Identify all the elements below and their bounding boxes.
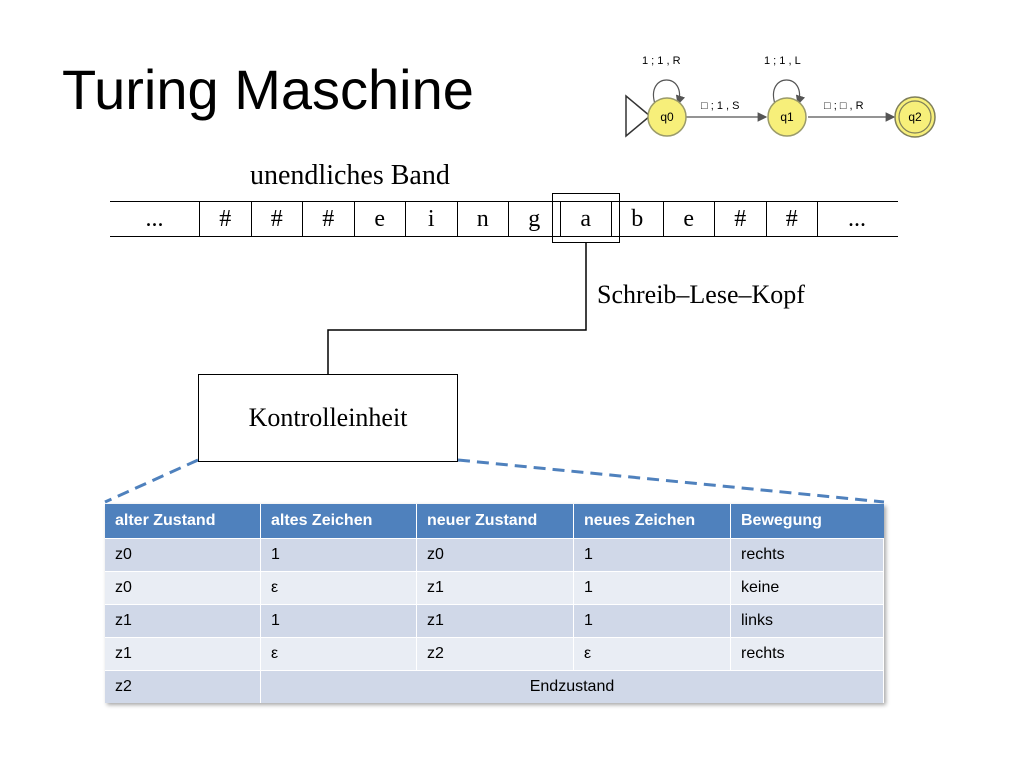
table-cell: z2 bbox=[417, 637, 574, 670]
table-cell: z2 bbox=[105, 670, 261, 703]
tape-cell: # bbox=[252, 202, 303, 236]
table-row: z0 1 z0 1 rechts bbox=[105, 538, 884, 571]
edge-q1-q2-label: □ ; □ , R bbox=[824, 100, 864, 112]
tape-label: unendliches Band bbox=[250, 160, 450, 191]
head-connector bbox=[327, 243, 587, 374]
tape-cell: e bbox=[355, 202, 406, 236]
state-q2-outer bbox=[894, 96, 936, 138]
table-cell: ε bbox=[261, 637, 417, 670]
control-unit: Kontrolleinheit bbox=[198, 374, 458, 462]
table-header-row: alter Zustand altes Zeichen neuer Zustan… bbox=[105, 504, 884, 538]
table-cell: 1 bbox=[261, 538, 417, 571]
table-cell: z1 bbox=[417, 571, 574, 604]
table-row: z1 ε z2 ε rechts bbox=[105, 637, 884, 670]
column-header: altes Zeichen bbox=[261, 504, 417, 538]
table-cell: 1 bbox=[574, 571, 731, 604]
table-cell: 1 bbox=[574, 604, 731, 637]
tape-cell: ... bbox=[848, 205, 866, 232]
state-q0-label: q0 bbox=[660, 110, 674, 124]
table-cell: links bbox=[731, 604, 884, 637]
table-cell: 1 bbox=[261, 604, 417, 637]
state-q1-label: q1 bbox=[780, 110, 794, 124]
table-cell: z1 bbox=[105, 637, 261, 670]
table-row: z1 1 z1 1 links bbox=[105, 604, 884, 637]
tape-cell: n bbox=[458, 202, 509, 236]
table-cell: 1 bbox=[574, 538, 731, 571]
table-cell: ε bbox=[574, 637, 731, 670]
table-row: z2 Endzustand bbox=[105, 670, 884, 703]
loop-q1 bbox=[772, 79, 806, 106]
edge-q0-q1-label: □ ; 1 , S bbox=[701, 100, 739, 112]
table-cell: z0 bbox=[105, 538, 261, 571]
loop-q0-label: 1 ; 1 , R bbox=[642, 55, 681, 67]
tape-cell: g bbox=[509, 202, 561, 236]
head-label: Schreib–Lese–Kopf bbox=[597, 280, 805, 309]
zoom-line-right bbox=[457, 458, 885, 504]
start-arrow bbox=[625, 94, 652, 138]
table-row: z0 ε z1 1 keine bbox=[105, 571, 884, 604]
loop-q1-label: 1 ; 1 , L bbox=[764, 55, 801, 67]
column-header: Bewegung bbox=[731, 504, 884, 538]
state-q0 bbox=[647, 97, 687, 137]
read-write-head bbox=[552, 193, 620, 243]
final-state-cell: Endzustand bbox=[261, 670, 884, 703]
tape-cell: e bbox=[664, 202, 715, 236]
table-cell: z1 bbox=[417, 604, 574, 637]
zoom-line-left bbox=[104, 458, 199, 504]
tape-cell: i bbox=[406, 202, 458, 236]
tape-cell: # bbox=[767, 202, 818, 236]
state-q1 bbox=[767, 97, 807, 137]
column-header: neuer Zustand bbox=[417, 504, 574, 538]
tape-cell-current: a bbox=[561, 202, 612, 236]
transition-table: alter Zustand altes Zeichen neuer Zustan… bbox=[105, 504, 884, 703]
tape-cell: # bbox=[715, 202, 767, 236]
loop-q0 bbox=[652, 79, 686, 106]
table-cell: ε bbox=[261, 571, 417, 604]
page-title: Turing Maschine bbox=[62, 58, 474, 121]
column-header: alter Zustand bbox=[105, 504, 261, 538]
tape-cell: # bbox=[200, 202, 252, 236]
table-cell: rechts bbox=[731, 637, 884, 670]
column-header: neues Zeichen bbox=[574, 504, 731, 538]
table-cell: z0 bbox=[105, 571, 261, 604]
state-q2-label: q2 bbox=[908, 110, 922, 124]
tape-cell: b bbox=[612, 202, 664, 236]
tape-cell: # bbox=[303, 202, 355, 236]
table-cell: z0 bbox=[417, 538, 574, 571]
table-cell: z1 bbox=[105, 604, 261, 637]
state-q2-inner bbox=[898, 100, 932, 134]
table-cell: rechts bbox=[731, 538, 884, 571]
table-cell: keine bbox=[731, 571, 884, 604]
tape: ... # # # e i n g a b e # # ... bbox=[110, 201, 898, 237]
tape-cell: ... bbox=[110, 202, 200, 236]
